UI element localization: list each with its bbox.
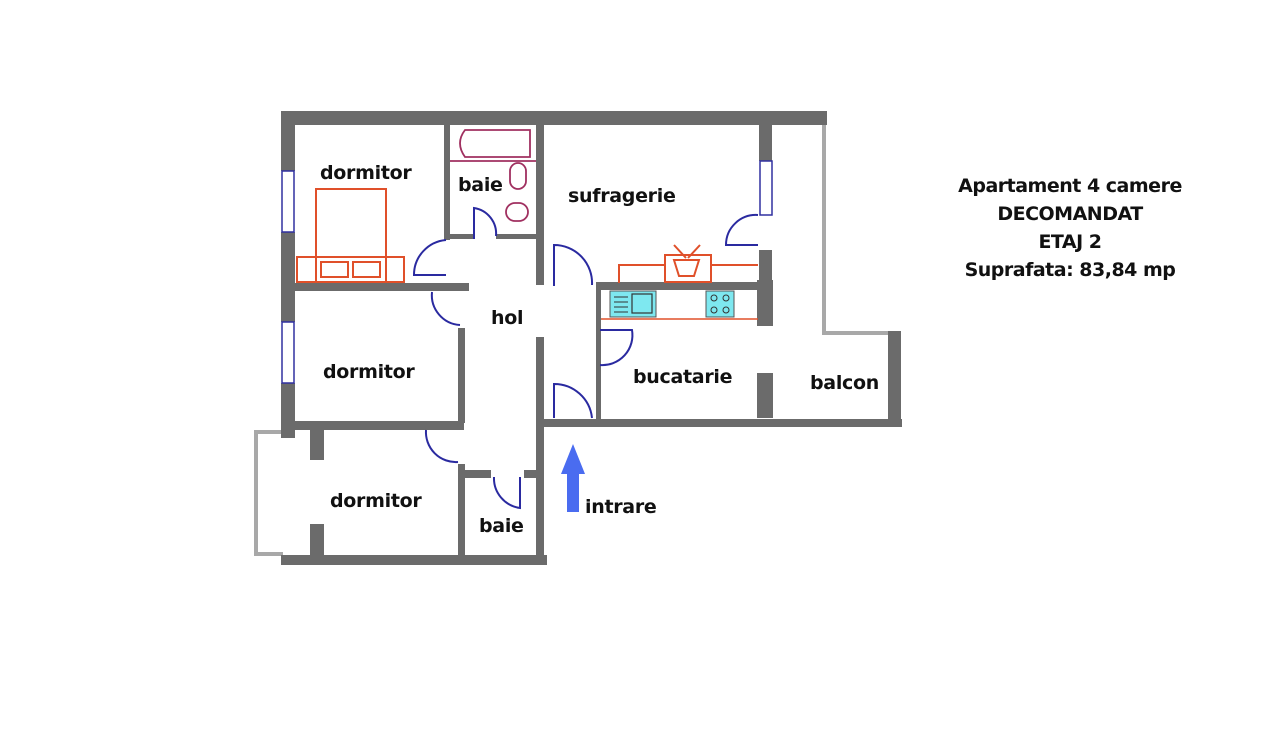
entry-label: intrare xyxy=(585,496,657,518)
bedroom-furniture xyxy=(296,188,405,283)
room-label-bucatarie: bucatarie xyxy=(633,366,733,388)
apartment-info: Apartament 4 camere DECOMANDAT ETAJ 2 Su… xyxy=(900,172,1240,284)
room-label-baie-2: baie xyxy=(479,515,524,537)
balcony-rails xyxy=(254,124,889,556)
room-label-dormitor-3: dormitor xyxy=(330,490,422,512)
room-label-baie-1: baie xyxy=(458,174,503,196)
tv-unit xyxy=(618,244,758,283)
info-floor: ETAJ 2 xyxy=(1038,231,1102,253)
walls xyxy=(281,111,902,565)
info-title: Apartament 4 camere xyxy=(958,175,1182,197)
entry-arrow-icon xyxy=(561,444,585,512)
windows xyxy=(281,160,773,384)
room-label-sufragerie: sufragerie xyxy=(568,185,676,207)
kitchen-counter xyxy=(601,290,758,320)
room-label-hol: hol xyxy=(491,307,524,329)
doors xyxy=(412,206,759,510)
bath-fixtures xyxy=(450,129,536,222)
info-area: Suprafata: 83,84 mp xyxy=(964,259,1176,281)
room-label-dormitor-2: dormitor xyxy=(323,361,415,383)
room-label-balcon: balcon xyxy=(810,372,879,394)
room-label-dormitor-1: dormitor xyxy=(320,162,412,184)
info-type: DECOMANDAT xyxy=(997,203,1143,225)
